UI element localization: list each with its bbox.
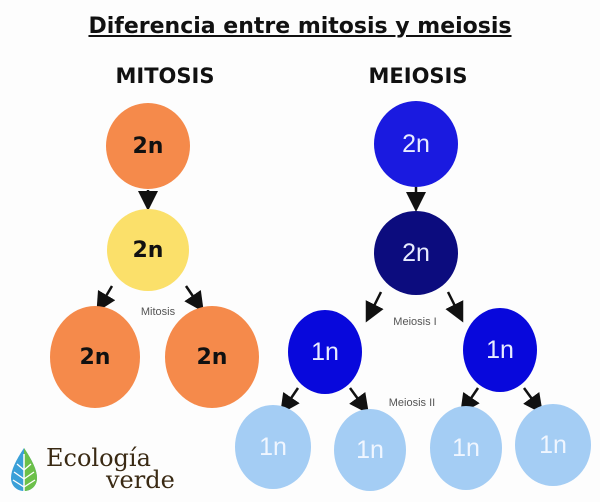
meiosis-parent-cell: 2n: [374, 101, 458, 187]
arrow: [184, 285, 204, 313]
mitosis-label: Mitosis: [140, 306, 176, 318]
logo-line2: verde: [106, 466, 175, 494]
leaf-icon: [11, 448, 37, 491]
meiosis-heading: MEIOSIS: [368, 64, 468, 88]
arrow: [365, 291, 384, 323]
mitosis-parent-cell: 2n: [106, 103, 190, 189]
arrow: [96, 285, 116, 313]
page-title: Diferencia entre mitosis y meiosis: [88, 14, 512, 39]
meiosis-middle-cell: 2n: [374, 211, 458, 295]
meiosis-ii-cell: 1n: [334, 409, 406, 491]
meiosis-i-cell: 1n: [463, 308, 537, 392]
mitosis-daughter-cell: 2n: [165, 306, 259, 408]
arrow: [280, 387, 300, 415]
meiosis-ii-cell: 1n: [235, 405, 311, 489]
mitosis-heading: MITOSIS: [115, 64, 215, 88]
meiosis-ii-cell: 1n: [515, 404, 591, 486]
meiosis-ii-cell: 1n: [430, 406, 502, 490]
mitosis-middle-cell: 2n: [107, 209, 189, 291]
meiosis-ii-label: Meiosis II: [388, 397, 436, 409]
arrow: [348, 387, 369, 415]
mitosis-daughter-cell: 2n: [50, 306, 140, 408]
meiosis-i-label: Meiosis I: [393, 316, 437, 328]
meiosis-i-cell: 1n: [288, 310, 362, 394]
logo-line1: Ecología: [46, 444, 151, 472]
arrow: [445, 291, 464, 323]
ecologia-verde-logo: Ecología verde: [10, 446, 175, 492]
